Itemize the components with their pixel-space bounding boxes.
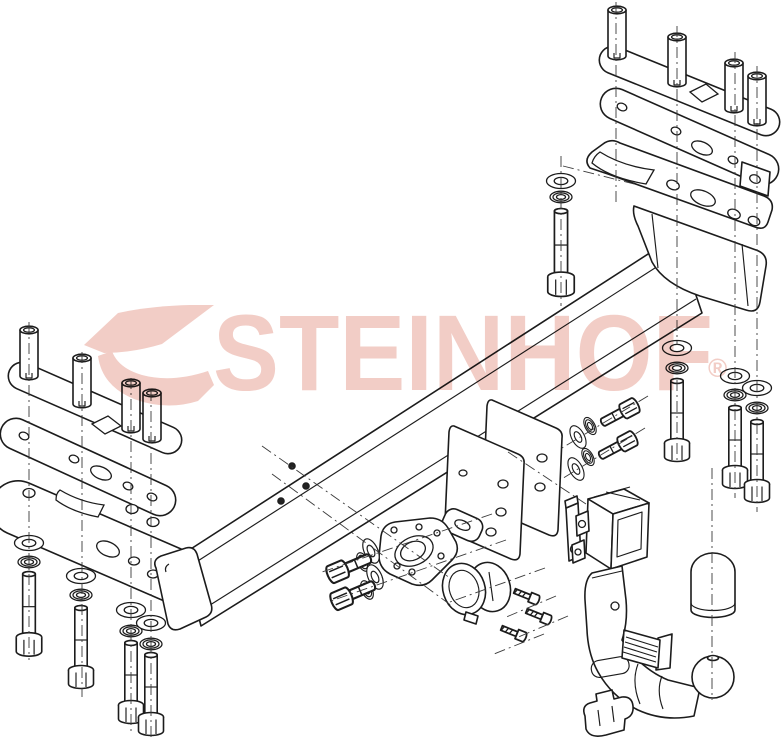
right-side-bracket	[586, 139, 774, 312]
plate-slot	[90, 415, 123, 435]
spring-washer	[69, 588, 93, 602]
screw	[523, 605, 554, 627]
steinhof-logo-mark	[98, 351, 214, 406]
screw	[511, 585, 542, 607]
right-gasket-plate	[599, 87, 780, 186]
right-mounting-assembly	[598, 5, 781, 186]
spacer-stud	[724, 58, 744, 114]
rivet-dot	[277, 497, 285, 505]
watermark: STEINHOF ®	[84, 292, 727, 413]
retaining-clip	[583, 689, 634, 737]
lock-block	[621, 629, 661, 669]
bracket-vertical-face	[632, 205, 768, 312]
socket-housing-assembly	[441, 561, 554, 644]
receiver-right-face	[610, 502, 650, 570]
screw	[498, 622, 529, 644]
steinhof-logo-mark	[84, 305, 214, 353]
crossbar-end-cap	[154, 546, 213, 631]
hex-bolt	[594, 428, 641, 465]
detachable-neck-assembly	[564, 486, 723, 719]
registered-trademark-symbol: ®	[708, 353, 727, 383]
tow-flange-assembly	[323, 508, 484, 613]
socket-hinge	[463, 611, 479, 625]
hex-bolt	[67, 604, 95, 690]
watermark-brand-text: STEINHOF	[213, 292, 713, 413]
flat-washer	[65, 567, 97, 585]
ball-cover-cap	[690, 552, 736, 619]
rivet-dot	[288, 462, 296, 470]
bracket-hook	[591, 151, 656, 185]
center-lines	[28, 2, 758, 741]
neck-recess	[590, 656, 630, 679]
plate-slot	[688, 83, 720, 103]
bracket-top-flange	[586, 139, 774, 229]
rivet-dots	[277, 462, 310, 505]
left-gasket-plate	[0, 417, 177, 517]
crossbar	[154, 235, 703, 631]
tow-ball	[691, 654, 735, 699]
spring-washer	[578, 445, 598, 469]
rivet-dot	[302, 482, 310, 490]
spacer-stud	[607, 5, 627, 61]
